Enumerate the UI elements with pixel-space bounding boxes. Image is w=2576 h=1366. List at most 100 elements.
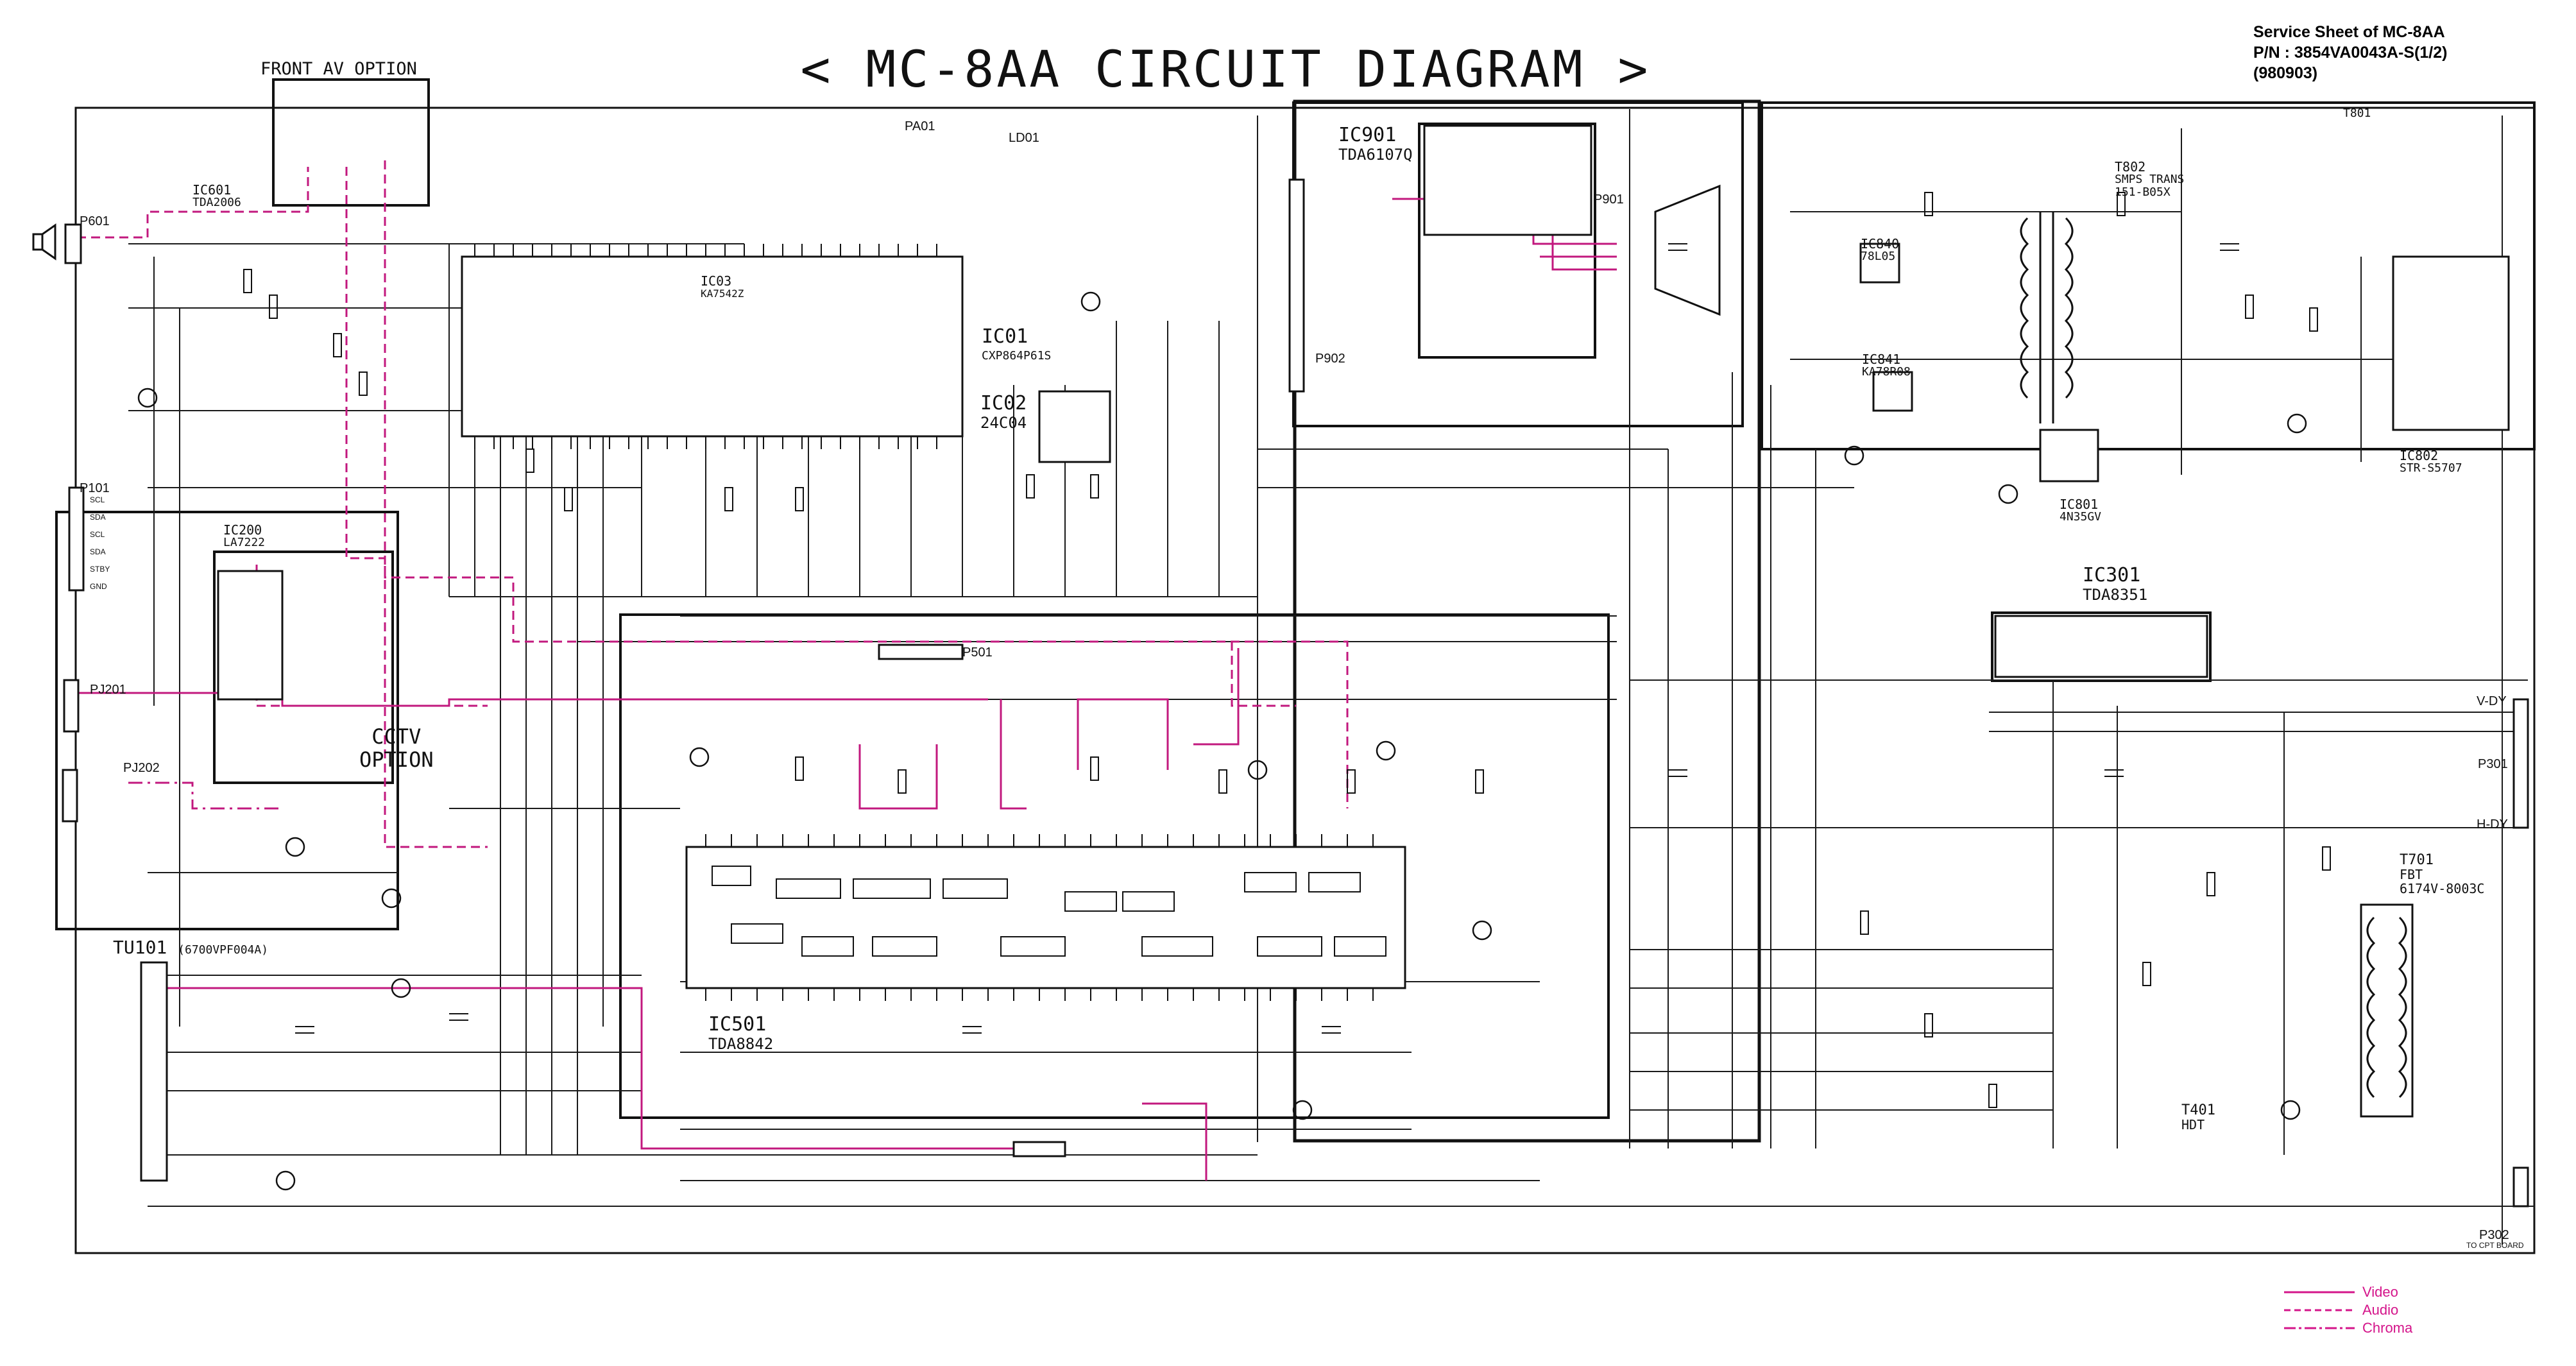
tuner-id: TU101 xyxy=(113,937,167,958)
ic601-part: TDA2006 xyxy=(192,196,241,209)
p101-pin-2: SDA xyxy=(90,513,106,522)
ic02-id: IC02 xyxy=(980,392,1027,414)
audio-signal-paths xyxy=(77,160,1349,848)
t802-part: 151-B05X xyxy=(2115,185,2171,199)
cctv-label-line2: OPTION xyxy=(359,747,434,772)
ic200-part: LA7222 xyxy=(223,536,266,549)
p101-pin-5: STBY xyxy=(90,565,110,574)
p101-pin-1: SCL xyxy=(90,495,105,504)
legend-video: Video xyxy=(2284,1283,2412,1301)
p302-note: TO CPT BOARD xyxy=(2466,1241,2524,1250)
t801-label: T801 xyxy=(2343,107,2371,120)
connector-blocks xyxy=(62,178,2529,1208)
ic03-id: IC03 xyxy=(701,273,732,289)
tuner-part: (6700VPF004A) xyxy=(178,943,269,957)
pj202-label: PJ202 xyxy=(123,761,160,775)
ic841-id: IC841 xyxy=(1862,352,1901,367)
p101-pin-6: GND xyxy=(90,582,107,591)
v-dy-label: V-DY xyxy=(2477,694,2507,708)
cctv-label-line1: CCTV xyxy=(371,724,422,749)
ic301-part: TDA8351 xyxy=(2083,586,2148,604)
t802-desc: SMPS TRANS xyxy=(2115,173,2185,186)
pj201-label: PJ201 xyxy=(90,683,126,697)
p302-label: P302 xyxy=(2479,1228,2509,1242)
cctv-option-label: CCTV OPTION xyxy=(359,725,434,771)
p101-pin-list: SCL SDA SCL SDA STBY GND xyxy=(90,491,110,595)
p101-pin-3: SCL xyxy=(90,530,105,539)
service-sheet-info: Service Sheet of MC-8AA P/N : 3854VA0043… xyxy=(2253,22,2447,83)
ic01-id: IC01 xyxy=(982,325,1028,348)
ld01-label: LD01 xyxy=(1009,131,1039,145)
legend-audio-label: Audio xyxy=(2362,1302,2399,1318)
legend-chroma: Chroma xyxy=(2284,1319,2412,1337)
transistors xyxy=(137,291,2307,1191)
diagram-title: < MC-8AA CIRCUIT DIAGRAM > xyxy=(800,41,1651,99)
chroma-signal-paths xyxy=(128,781,282,810)
transformer-t701 xyxy=(2366,916,2407,1098)
legend-audio-line-icon xyxy=(2284,1309,2355,1311)
front-av-option-label: FRONT AV OPTION xyxy=(260,59,417,79)
ic802-part: STR-S5707 xyxy=(2400,461,2462,475)
block-outlines xyxy=(55,78,2536,1119)
ic-pins xyxy=(474,244,1374,1001)
t701-part: 6174V-8003C xyxy=(2400,881,2485,896)
passive-components xyxy=(243,192,2331,1108)
ic501-part: TDA8842 xyxy=(708,1035,774,1053)
legend-video-label: Video xyxy=(2362,1284,2398,1300)
legend-chroma-label: Chroma xyxy=(2362,1320,2413,1336)
service-sheet-line3: (980903) xyxy=(2253,64,2318,82)
p101-label: P101 xyxy=(80,481,110,495)
ic501-internal-blocks xyxy=(712,866,1386,957)
legend-audio: Audio xyxy=(2284,1301,2412,1319)
p601-label: P601 xyxy=(80,214,110,228)
ic901-part: TDA6107Q xyxy=(1338,146,1413,164)
ic801-id: IC801 xyxy=(2060,497,2099,512)
ic801-part: 4N35GV xyxy=(2060,510,2102,524)
legend-video-line-icon xyxy=(2284,1291,2355,1293)
ic841-part: KA78R08 xyxy=(1862,365,1911,379)
ic840-part: 78L05 xyxy=(1861,250,1896,263)
ic03-part: KA7542Z xyxy=(701,287,744,300)
t401-id: T401 xyxy=(2181,1102,2215,1118)
ic01-part: CXP864P61S xyxy=(982,349,1052,363)
ic-bodies xyxy=(217,124,2510,1118)
ic601-id: IC601 xyxy=(192,182,232,198)
crt-socket-icon xyxy=(1654,184,1721,316)
p501-label: P501 xyxy=(962,645,993,660)
ic200-id: IC200 xyxy=(223,522,262,538)
t802-id: T802 xyxy=(2115,159,2146,175)
signal-legend: Video Audio Chroma xyxy=(2284,1283,2412,1337)
ic301-id: IC301 xyxy=(2083,564,2141,586)
h-dy-label: H-DY xyxy=(2477,817,2508,832)
p901-label: P901 xyxy=(1594,192,1624,207)
service-sheet-line1: Service Sheet of MC-8AA xyxy=(2253,23,2445,41)
pa01-label: PA01 xyxy=(905,119,935,133)
service-sheet-line2: P/N : 3854VA0043A-S(1/2) xyxy=(2253,44,2448,62)
wiring-horizontal xyxy=(128,211,2534,1207)
ic901-id: IC901 xyxy=(1338,124,1397,146)
tuner-label: TU101 (6700VPF004A) xyxy=(113,938,268,960)
speaker-icon xyxy=(32,223,56,260)
ic802-id: IC802 xyxy=(2400,448,2439,463)
ic02-part: 24C04 xyxy=(980,414,1027,432)
t401-desc: HDT xyxy=(2181,1117,2205,1132)
t701-desc: FBT xyxy=(2400,867,2423,882)
p101-pin-4: SDA xyxy=(90,547,106,556)
p902-label: P902 xyxy=(1315,352,1345,366)
